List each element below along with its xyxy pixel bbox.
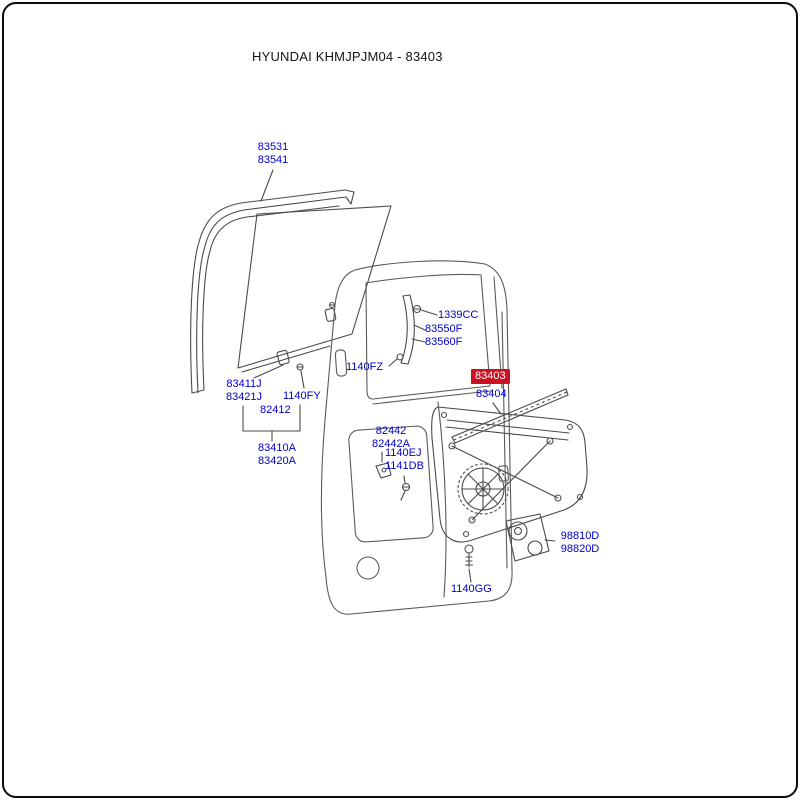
belt-weatherstrip-drawing [451,388,569,444]
glass-guide-channel-drawing [388,294,438,367]
part-number: 83420A [258,455,296,467]
part-number: 83411J [226,378,262,390]
part-label-98810D-98820D[interactable]: 98810D 98820D [554,530,606,556]
window-regulator-module-drawing [431,406,588,543]
part-label-83410A-83420A[interactable]: 83410A 83420A [251,442,303,468]
part-number: 83410A [258,442,296,454]
part-number: 82442A [372,438,410,450]
part-number: 83531 [257,141,289,153]
part-label-1140FY[interactable]: 1140FY [283,390,321,402]
callout-bracket-lines [242,404,301,442]
part-label-83550F[interactable]: 83550F [425,323,463,335]
part-label-1141DB[interactable]: 1141DB [385,460,424,472]
window-motor-drawing [505,513,556,562]
part-label-83404[interactable]: 83404 [476,388,507,400]
door-glass-drawing [237,205,392,389]
part-number: 82442 [375,425,407,437]
channel-bracket-screws-drawing [375,451,411,501]
part-label-83403-selected[interactable]: 83403 [471,369,510,384]
part-label-83531-83541[interactable]: 83531 83541 [247,141,299,167]
part-number: 98810D [560,530,600,542]
mounting-bolt-drawing [464,544,474,583]
diagram-title: HYUNDAI KHMJPJM04 - 83403 [252,49,443,64]
part-label-83411J-83421J[interactable]: 83411J 83421J [219,378,269,404]
part-number: 83541 [257,154,289,166]
part-number: 98820D [560,543,600,555]
part-label-82412[interactable]: 82412 [260,404,291,416]
part-label-1140GG[interactable]: 1140GG [451,583,492,595]
window-run-channel-drawing [190,169,355,394]
part-number: 83421J [225,391,263,403]
part-label-82442-82442A[interactable]: 82442 82442A [365,425,417,451]
part-label-83560F[interactable]: 83560F [425,336,463,348]
part-label-1140EJ[interactable]: 1140EJ [385,447,422,459]
part-label-1339CC[interactable]: 1339CC [438,309,479,321]
part-label-1140FZ[interactable]: 1140FZ [346,361,384,373]
